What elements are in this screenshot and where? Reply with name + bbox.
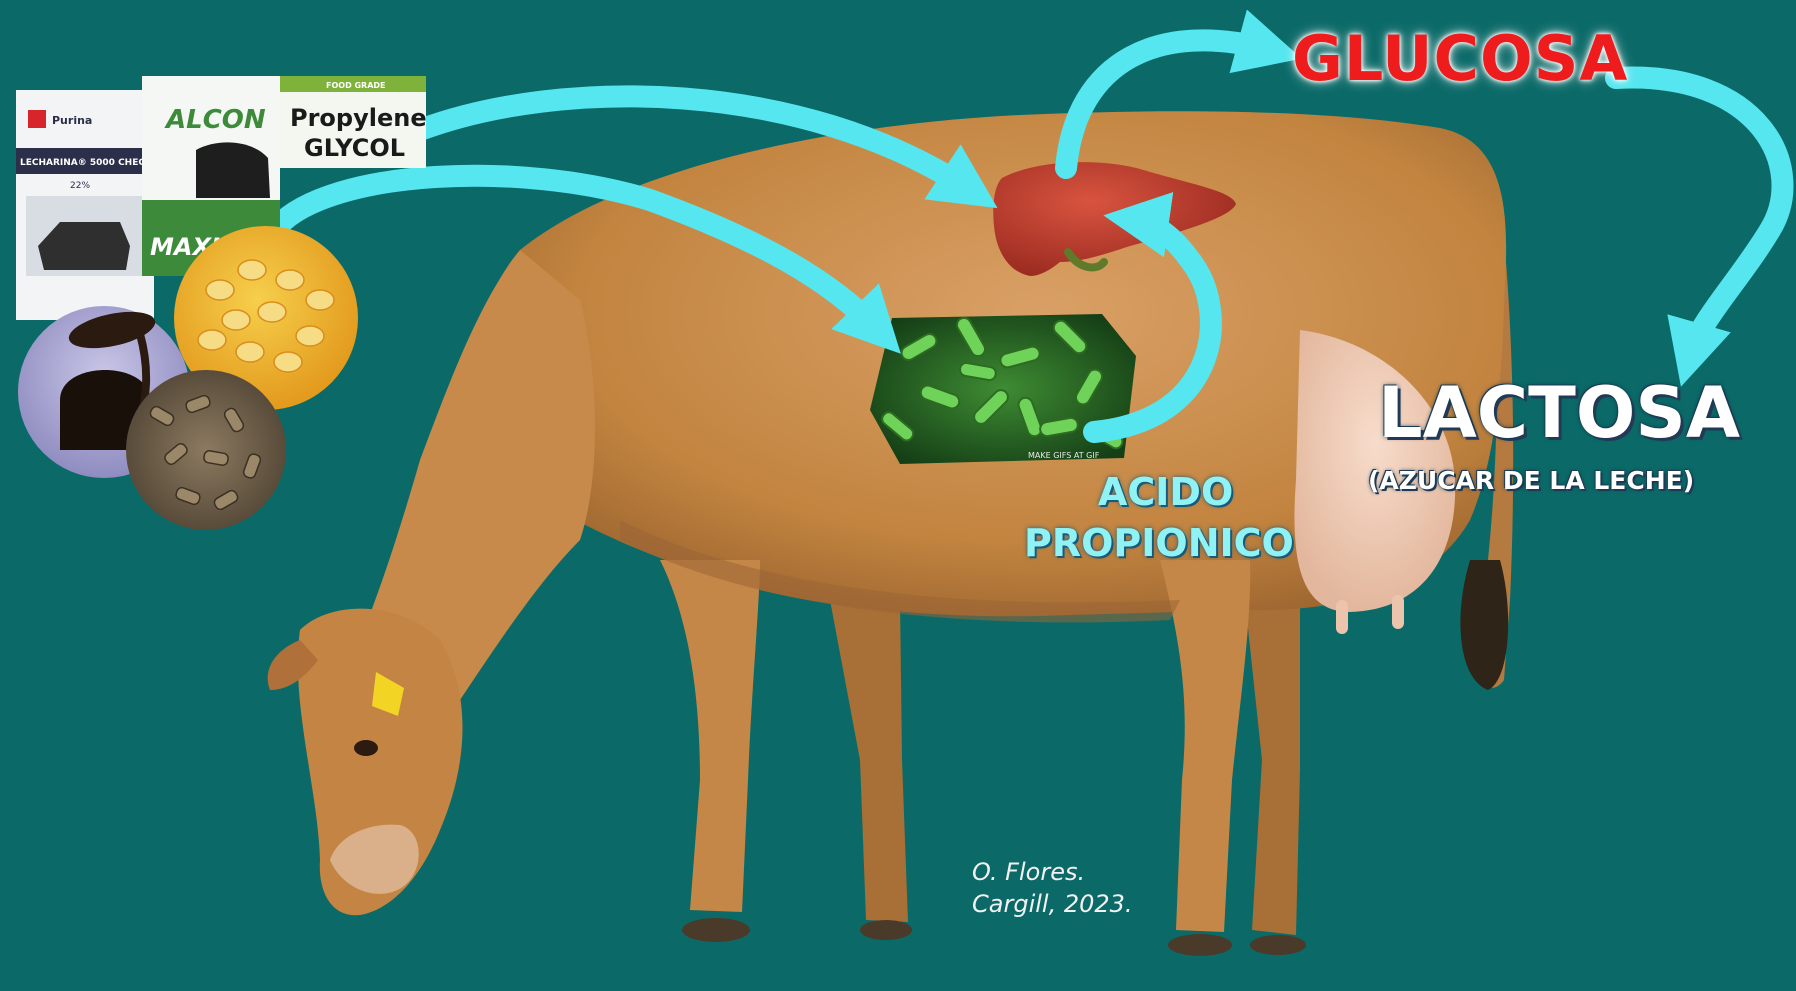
feed-sources-collage: Purina LECHARINA® 5000 CHEC 22% ALCON MA… [16, 76, 427, 530]
cow-illustration [268, 111, 1514, 956]
glucose-label: GLUCOSA [1292, 22, 1628, 95]
credit-source: Cargill, 2023. [972, 890, 1133, 918]
purina-percent: 22% [70, 181, 90, 191]
propionic-acid-label-line1: ACIDO [1098, 470, 1233, 514]
credit-author: O. Flores. [972, 858, 1085, 886]
purina-product-name: LECHARINA® 5000 CHEC [20, 158, 145, 168]
cow-rear-hoof [1168, 934, 1232, 956]
propylene-grade-tag: FOOD GRADE [326, 81, 386, 90]
cow-front-near-leg [660, 560, 760, 912]
arrow-glucose-to-lactose [1616, 78, 1782, 355]
cow-rear-far-leg [1245, 600, 1300, 935]
propionic-acid-label-line2: PROPIONICO [1024, 521, 1294, 565]
cow-front-far-hoof [860, 920, 912, 940]
alcon-brand: ALCON [164, 105, 266, 135]
feed-pellets-image [126, 370, 286, 530]
purina-logo-icon [28, 110, 46, 128]
cow-rear-near-leg [1160, 560, 1250, 932]
cow-teat [1392, 595, 1404, 629]
purina-brand: Purina [52, 114, 92, 127]
lactose-label: LACTOSA [1378, 372, 1740, 454]
cow-tail-switch [1460, 560, 1508, 690]
alcon-cow-icon [196, 142, 270, 198]
propylene-line2: GLYCOL [304, 134, 405, 162]
cow-teat [1336, 600, 1348, 634]
cow-eye [354, 740, 378, 756]
cow-rear-far-hoof [1250, 935, 1306, 955]
cow-front-far-leg [830, 600, 908, 922]
propylene-glycol-label: FOOD GRADE Propylene GLYCOL [280, 76, 427, 168]
lactose-subtitle: (AZUCAR DE LA LECHE) [1368, 466, 1694, 495]
bacteria-caption: MAKE GIFS AT GIF [1028, 451, 1100, 460]
purina-feed-bag: Purina LECHARINA® 5000 CHEC 22% [16, 90, 154, 320]
propylene-line1: Propylene [290, 104, 427, 132]
cow-front-hoof [682, 918, 750, 942]
